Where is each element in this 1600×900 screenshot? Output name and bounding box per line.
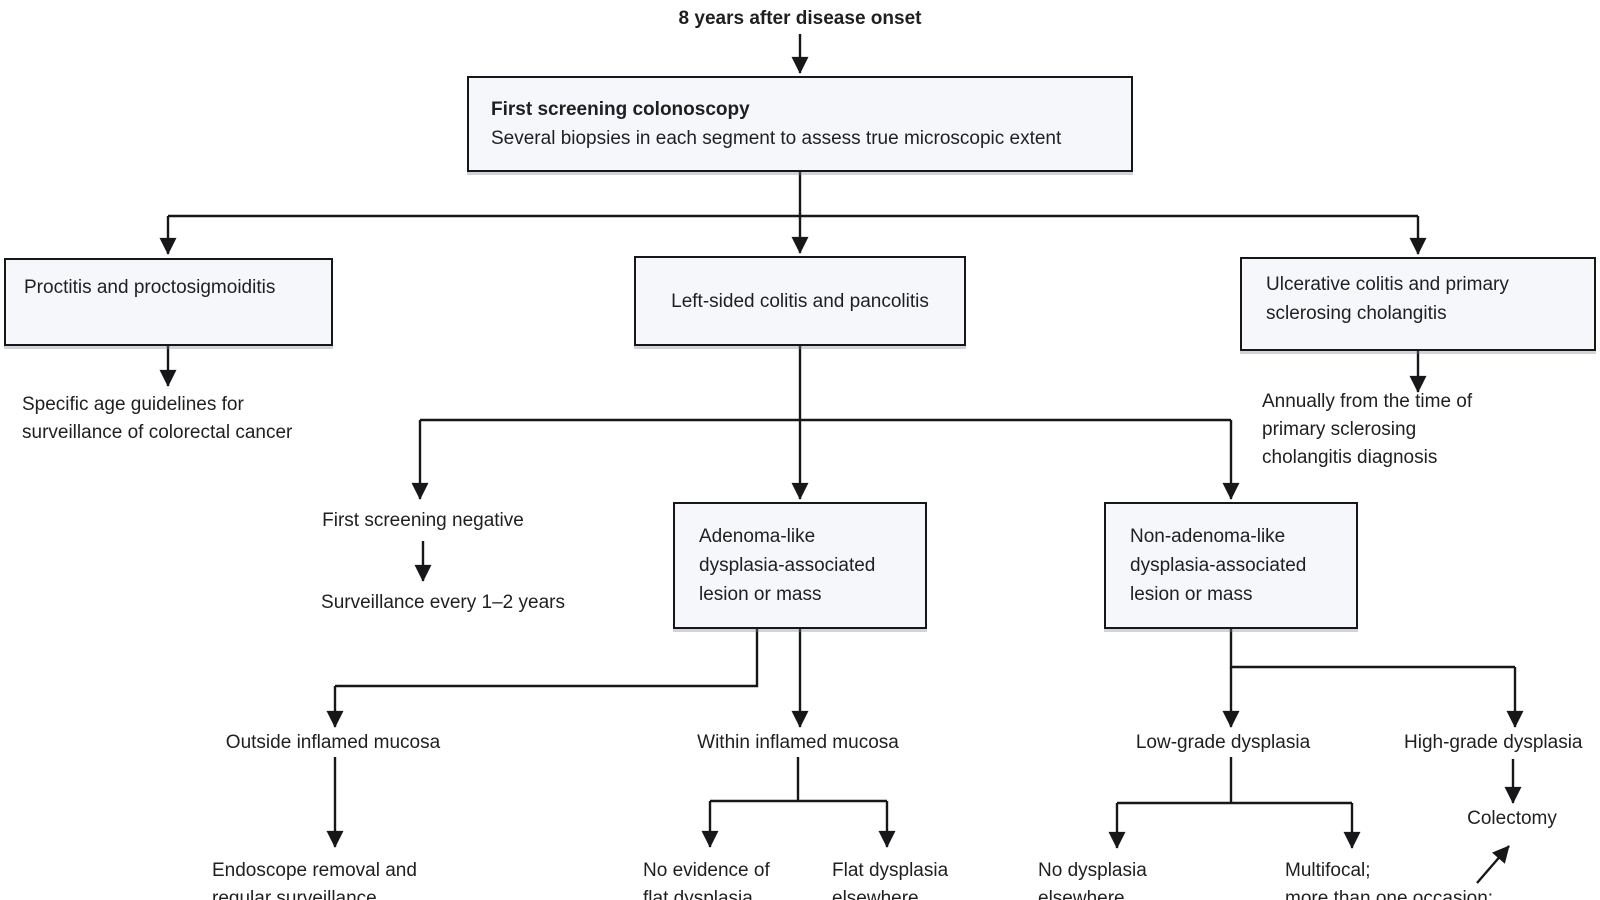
- adenoma-elbow: [335, 629, 759, 688]
- non-adenoma-like-box: Non-adenoma-like dysplasia-associated le…: [1104, 502, 1358, 629]
- adenoma-like-box: Adenoma-like dysplasia-associated lesion…: [673, 502, 927, 629]
- adenoma-like-label: Adenoma-like dysplasia-associated lesion…: [699, 526, 876, 605]
- outside-mucosa-label: Outside inflamed mucosa: [225, 732, 441, 753]
- screening-box-title: First screening colonoscopy: [491, 99, 750, 120]
- screening-box-subtitle: Several biopsies in each segment to asse…: [491, 128, 1062, 149]
- no-flat-dysplasia-label: No evidence of flat dysplasia: [643, 860, 770, 900]
- arrow-multifocal-colectomy: [1476, 845, 1510, 884]
- colectomy-label: Colectomy: [1467, 808, 1557, 829]
- first-screening-negative-label: First screening negative: [322, 510, 524, 531]
- no-dysplasia-elsewhere-label: No dysplasia elsewhere: [1038, 860, 1147, 900]
- left-sided-colitis-label: Left-sided colitis and pancolitis: [671, 290, 929, 312]
- screening-colonoscopy-box: First screening colonoscopy Several biop…: [467, 76, 1133, 172]
- high-grade-label: High-grade dysplasia: [1404, 732, 1583, 753]
- psc-outcome-label: Annually from the time of primary sclero…: [1262, 391, 1473, 468]
- proctitis-outcome-label: Specific age guidelines for surveillance…: [22, 394, 293, 443]
- left-sided-colitis-box: Left-sided colitis and pancolitis: [634, 256, 966, 346]
- psc-box: Ulcerative colitis and primary sclerosin…: [1240, 257, 1596, 351]
- multifocal-label: Multifocal; more than one occasion:: [1285, 860, 1494, 900]
- start-label: 8 years after disease onset: [678, 8, 922, 29]
- low-grade-label: Low-grade dysplasia: [1135, 732, 1311, 753]
- within-mucosa-label: Within inflamed mucosa: [697, 732, 899, 753]
- endoscope-removal-label: Endoscope removal and regular surveillan…: [212, 860, 417, 900]
- psc-box-label: Ulcerative colitis and primary sclerosin…: [1266, 274, 1509, 324]
- proctitis-box-label: Proctitis and proctosigmoiditis: [24, 277, 276, 298]
- proctitis-box: Proctitis and proctosigmoiditis: [4, 258, 333, 346]
- non-adenoma-like-label: Non-adenoma-like dysplasia-associated le…: [1130, 526, 1307, 605]
- flat-dysplasia-elsewhere-label: Flat dysplasia elsewhere: [832, 860, 949, 900]
- nonadenoma-elbow: [1229, 629, 1515, 669]
- surveillance-label: Surveillance every 1–2 years: [321, 592, 565, 613]
